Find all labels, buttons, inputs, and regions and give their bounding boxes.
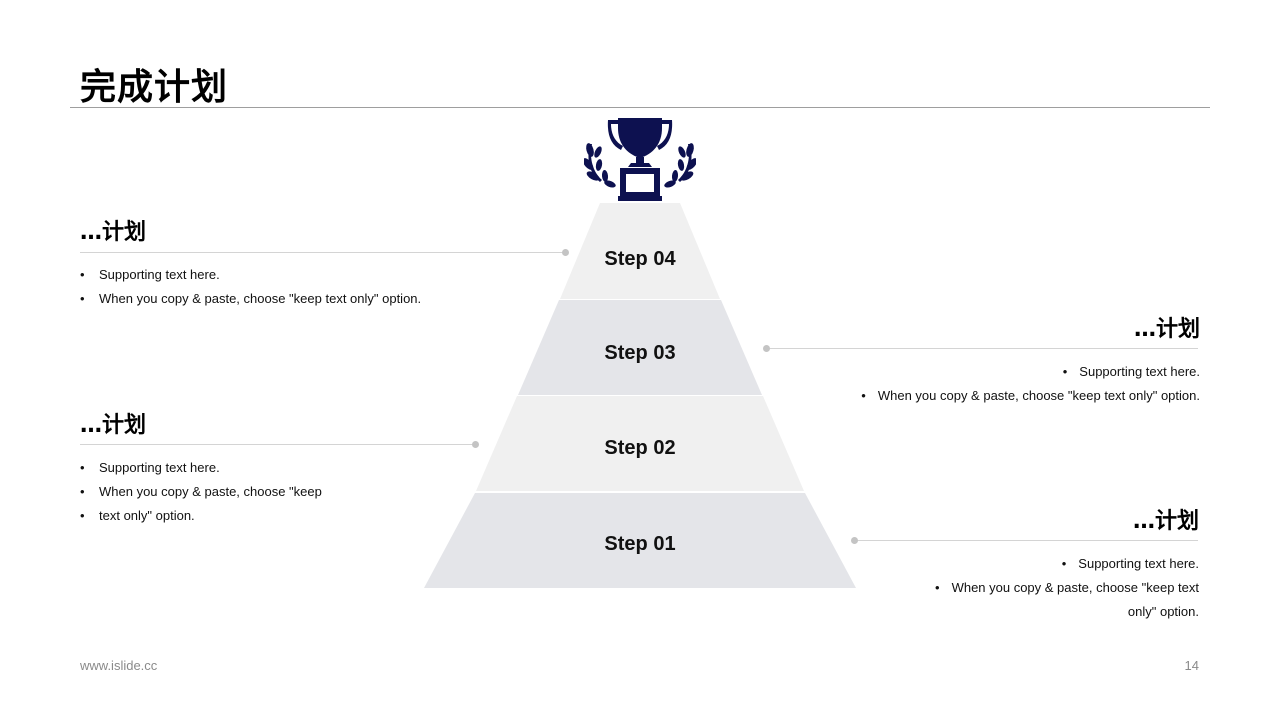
section-heading: …计划 — [80, 220, 147, 245]
laurel-left-icon — [584, 143, 616, 188]
connector-line — [856, 540, 1198, 541]
connector-line — [768, 348, 1198, 349]
bullet-continuation: text only" option. — [80, 504, 380, 528]
step-pyramid — [424, 203, 856, 588]
connector-line — [80, 252, 566, 253]
connector-dot — [562, 249, 569, 256]
tier-label-step-04: Step 04 — [604, 248, 676, 270]
section-bullets: •Supporting text here. •When you copy & … — [760, 360, 1200, 408]
section-bullets: Supporting text here. When you copy & pa… — [80, 456, 380, 528]
laurel-right-icon — [664, 143, 696, 188]
title-divider — [70, 107, 1210, 108]
plan-section-4: …计划 •Supporting text here. •When you cop… — [860, 503, 1199, 624]
connector-dot — [472, 441, 479, 448]
bullet-item: •Supporting text here. — [1061, 556, 1199, 571]
bullet-item: •Supporting text here. — [1062, 364, 1200, 379]
connector-line — [80, 444, 476, 445]
tier-step-01 — [424, 493, 856, 588]
tier-step-02 — [476, 396, 804, 491]
bullet-item: Supporting text here. — [80, 456, 380, 480]
section-heading: …计划 — [1132, 509, 1199, 534]
section-bullets: Supporting text here. When you copy & pa… — [80, 263, 520, 311]
tier-label-step-01: Step 01 — [604, 533, 676, 555]
plan-section-2: …计划 •Supporting text here. •When you cop… — [760, 311, 1200, 408]
plan-section-3: …计划 Supporting text here. When you copy … — [80, 407, 380, 528]
section-bullets: •Supporting text here. •When you copy & … — [860, 552, 1199, 624]
connector-dot — [763, 345, 770, 352]
plan-section-1: …计划 Supporting text here. When you copy … — [80, 214, 520, 311]
section-heading: …计划 — [80, 413, 147, 438]
bullet-item: When you copy & paste, choose "keep — [80, 480, 380, 504]
page-number: 14 — [1184, 658, 1199, 673]
bullet-item: •When you copy & paste, choose "keep tex… — [935, 580, 1199, 595]
tier-label-step-03: Step 03 — [604, 342, 676, 364]
slide-title: 完成计划 — [80, 67, 229, 108]
tier-step-04 — [560, 203, 720, 299]
connector-dot — [851, 537, 858, 544]
footer-url: www.islide.cc — [80, 658, 158, 673]
bullet-continuation: only" option. — [1127, 604, 1199, 619]
tier-step-03 — [518, 300, 762, 395]
bullet-item: When you copy & paste, choose "keep text… — [80, 287, 520, 311]
tier-label-step-02: Step 02 — [604, 437, 676, 459]
section-heading: …计划 — [1133, 317, 1200, 342]
bullet-item: •When you copy & paste, choose "keep tex… — [861, 388, 1200, 403]
bullet-item: Supporting text here. — [80, 263, 520, 287]
trophy-icon — [584, 118, 696, 201]
